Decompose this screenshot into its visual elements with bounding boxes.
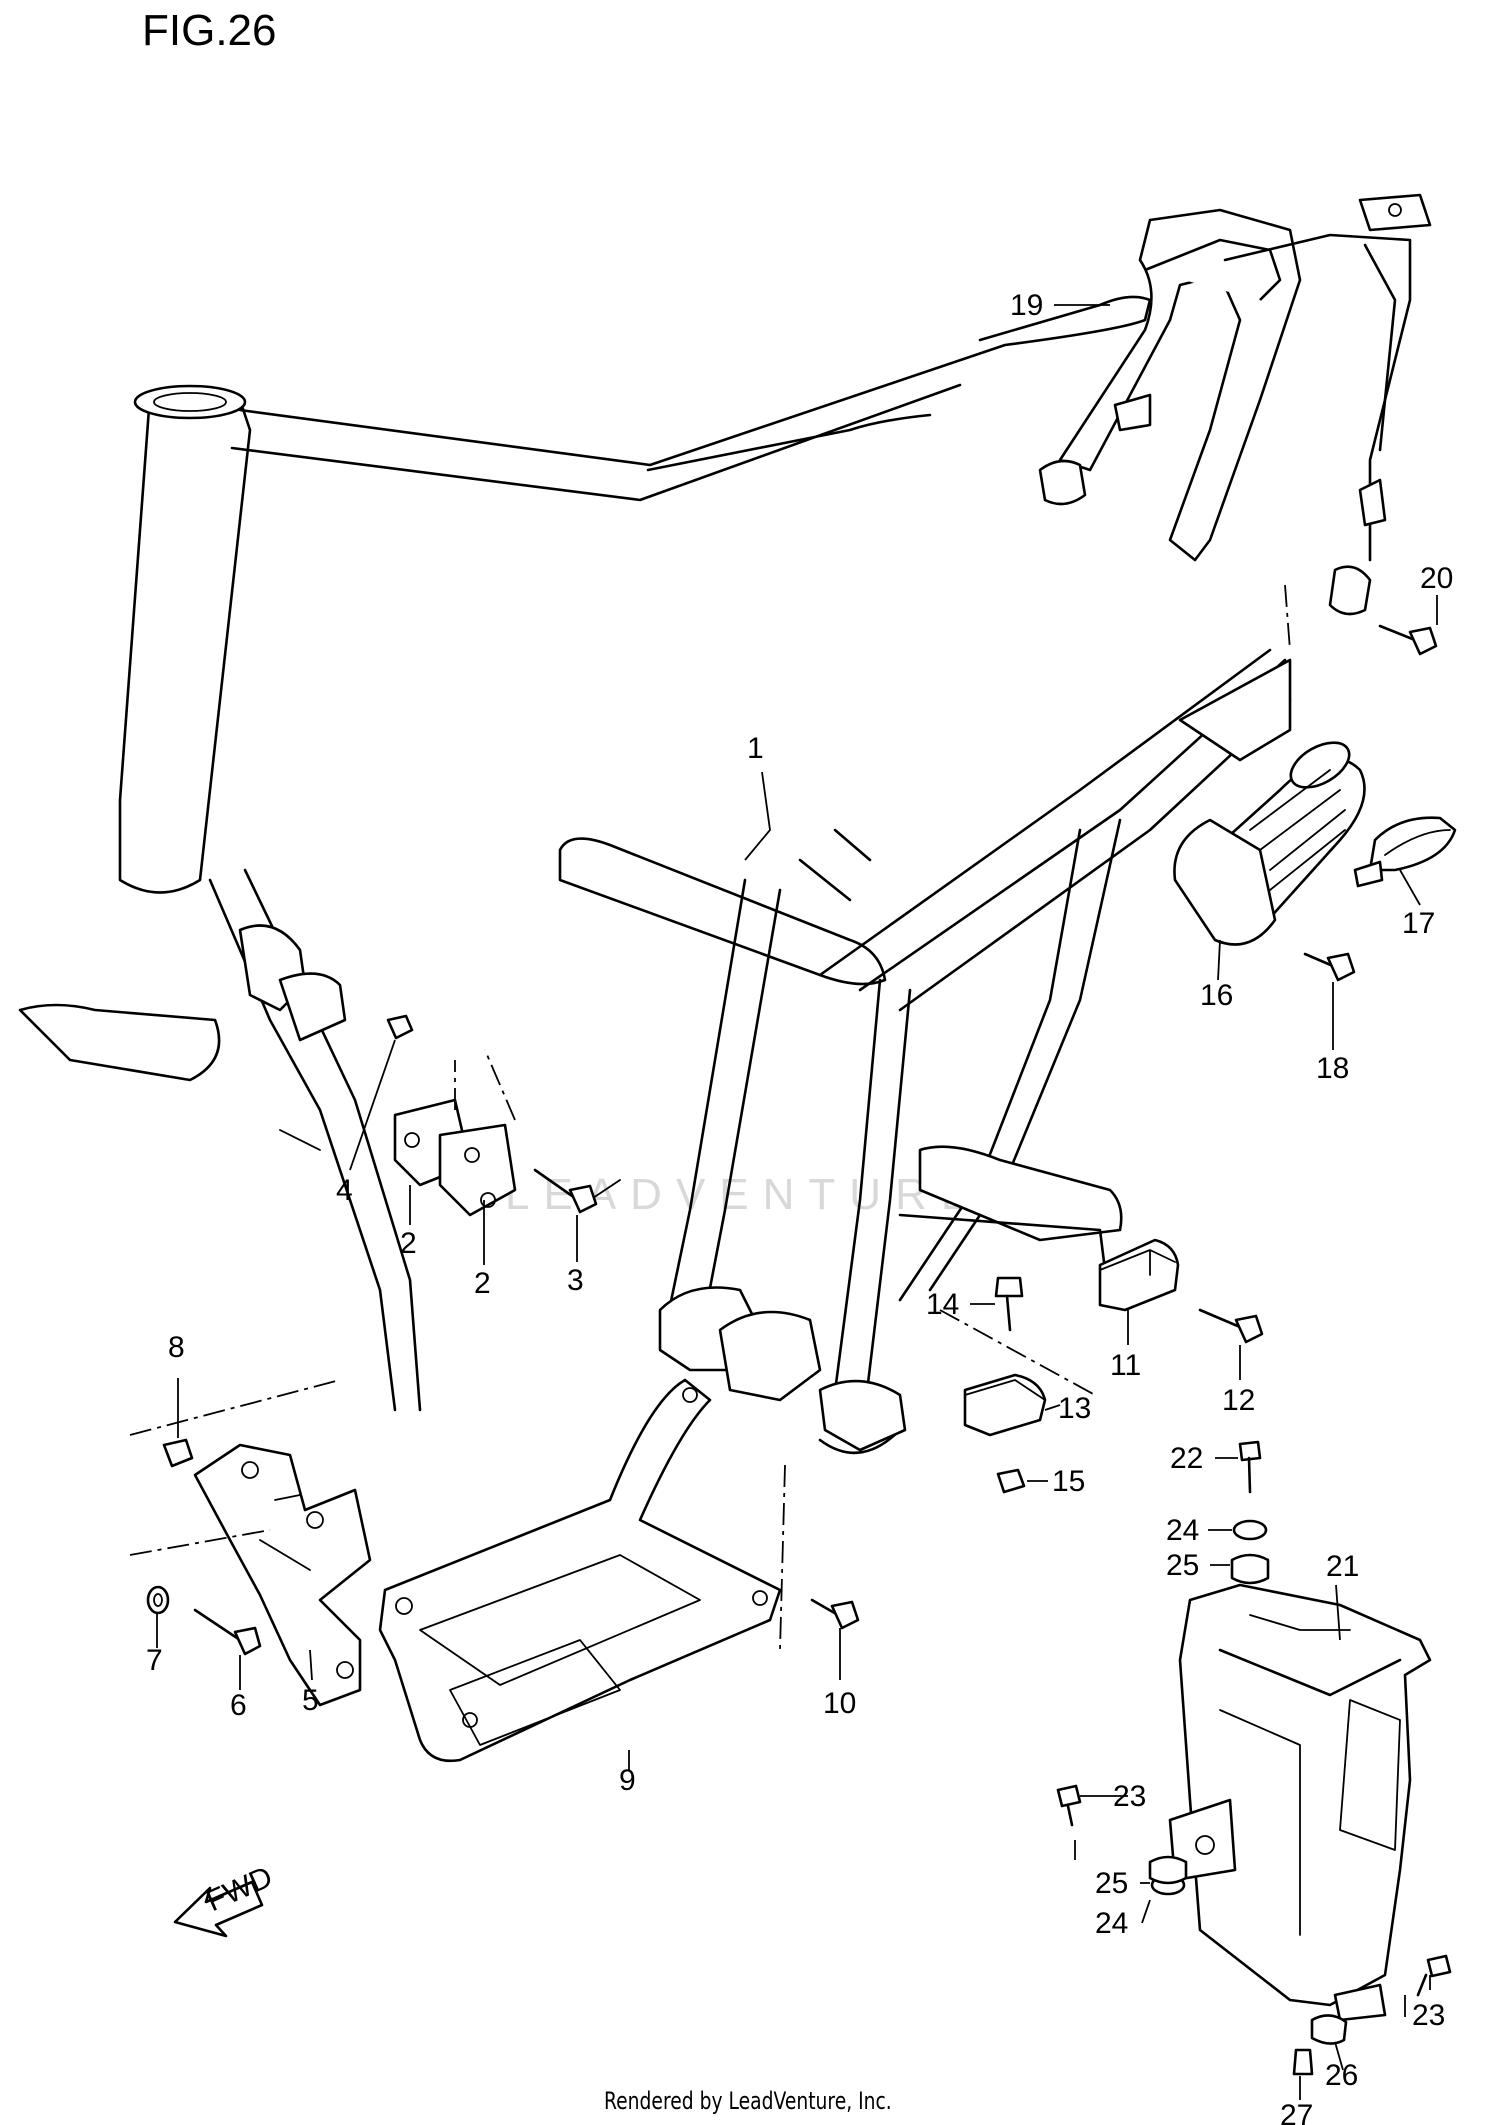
front-engine-bracket [193,1443,372,1707]
figure-title: FIG.26 [142,6,277,55]
callout-23: 23 [1412,1999,1445,2032]
callout-26: 26 [1325,2059,1358,2092]
callout-21: 21 [1326,1550,1359,1583]
rear-grab-rail [1038,193,1432,616]
callout-14: 14 [926,1288,959,1321]
callout-15: 15 [1052,1465,1085,1498]
callout-22: 22 [1170,1442,1203,1475]
callout-16: 16 [1200,979,1233,1012]
callouts: 1 2 2 3 4 5 6 7 8 9 10 11 12 13 14 15 16… [146,289,1453,2125]
callout-2: 2 [474,1267,491,1300]
callout-24: 24 [1166,1514,1199,1547]
callout-19: 19 [1010,289,1043,322]
callout-11: 11 [1110,1349,1141,1382]
leader-lines [156,304,1438,2100]
callout-2: 2 [400,1227,417,1260]
air-cleaner-assembly [1173,741,1457,946]
callout-4: 4 [336,1174,353,1207]
callout-9: 9 [619,1764,636,1797]
callout-3: 3 [567,1264,584,1297]
callout-6: 6 [230,1689,247,1722]
footer-credit: Rendered by LeadVenture, Inc. [604,2087,892,2115]
callout-25: 25 [1095,1867,1128,1900]
engine-guard [378,1378,782,1763]
callout-1: 1 [747,732,764,765]
callout-10: 10 [823,1687,856,1720]
callout-18: 18 [1316,1052,1349,1085]
forward-arrow-icon: FWD [173,1860,277,1938]
callout-12: 12 [1222,1384,1255,1417]
assembly-lines [129,584,1406,2020]
callout-7: 7 [146,1644,163,1677]
callout-5: 5 [302,1684,319,1717]
engine-mount-plates [393,1098,517,1217]
callout-8: 8 [168,1331,185,1364]
callout-23: 23 [1113,1780,1146,1813]
hardware [146,624,1452,2076]
callout-24: 24 [1095,1907,1128,1940]
callout-25: 25 [1166,1549,1199,1582]
main-frame [18,295,1292,1455]
callout-20: 20 [1420,562,1453,595]
callout-27: 27 [1280,2099,1313,2125]
callout-17: 17 [1402,907,1435,940]
battery-box [1168,1583,1432,2022]
callout-13: 13 [1058,1392,1091,1425]
